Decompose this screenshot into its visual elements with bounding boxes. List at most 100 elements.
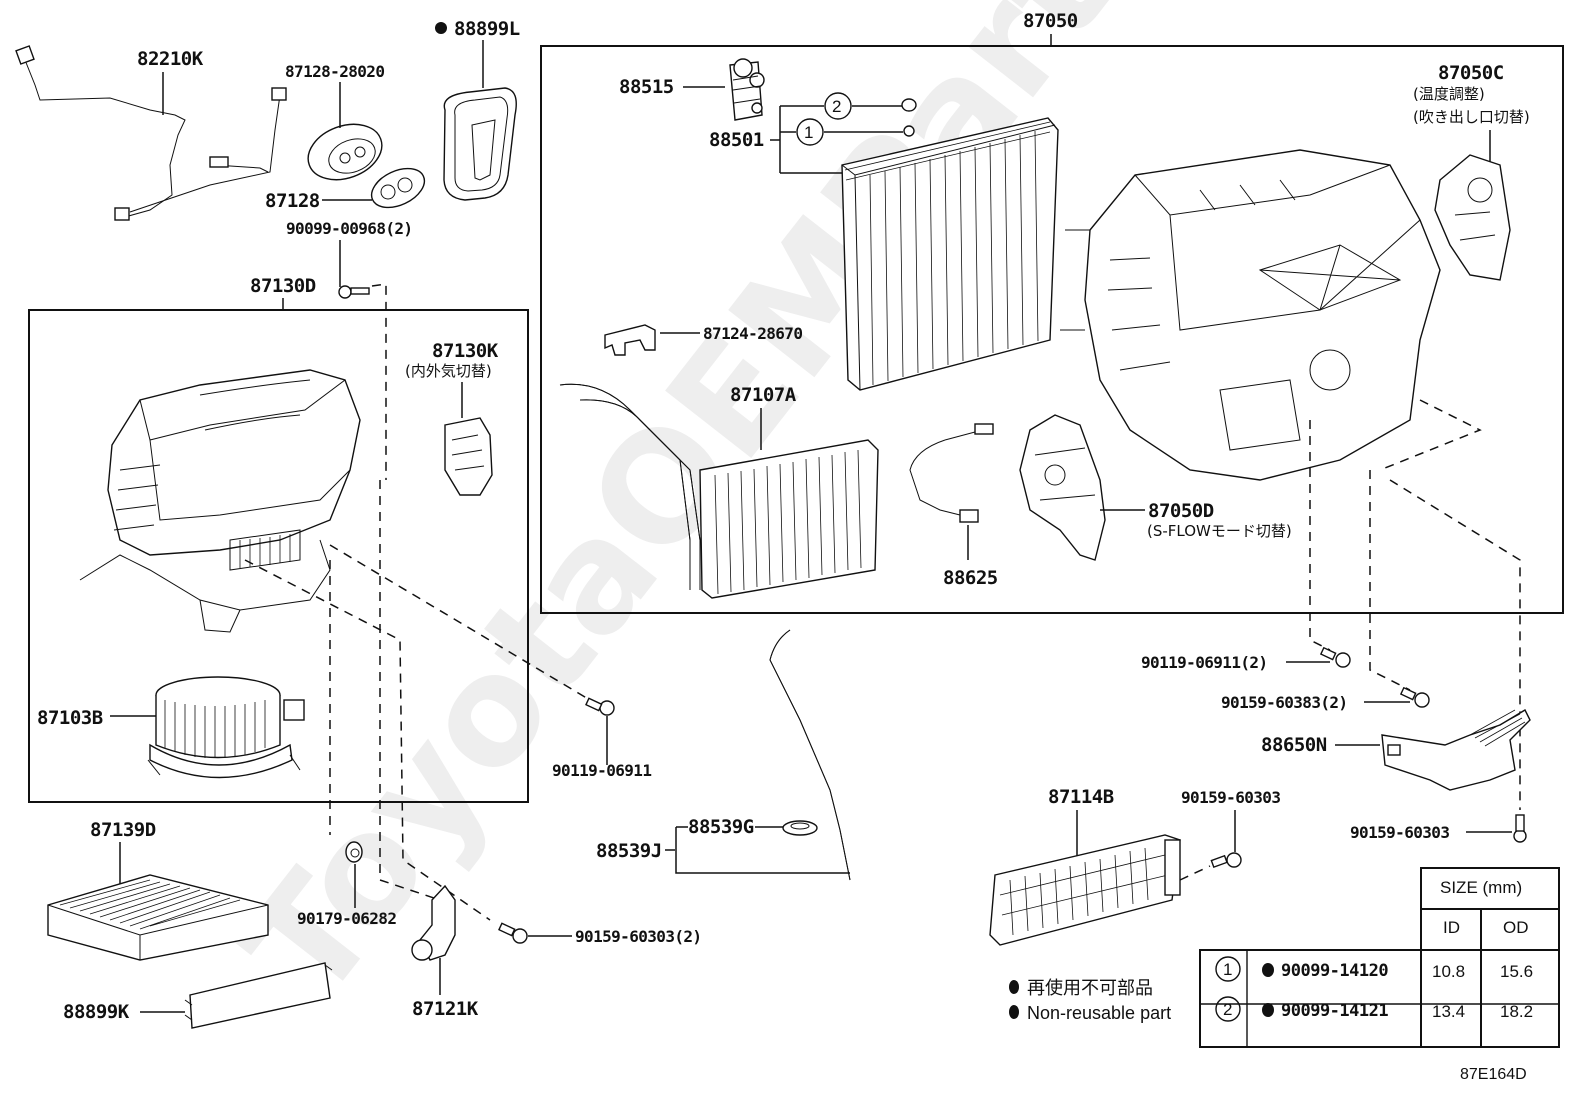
part-87124-28670-clip[interactable] — [604, 324, 656, 356]
ring-1-marker — [1215, 956, 1241, 982]
leader-88539J — [665, 826, 850, 874]
part-88515-expansion-valve[interactable] — [729, 58, 765, 121]
legend-non-reusable: 再使用不可部品 Non-reusable part — [1009, 978, 1171, 1023]
part-88899L-gasket[interactable] — [443, 87, 517, 201]
size-table-header: SIZE (mm) — [1440, 878, 1522, 897]
row-od: 18.2 — [1500, 1002, 1533, 1021]
ring-2-marker — [824, 92, 852, 120]
label-88501[interactable]: 88501 — [709, 129, 764, 151]
label-87128-28020[interactable]: 87128-28020 — [285, 62, 385, 81]
diagram-code: 87E164D — [1460, 1066, 1527, 1083]
label-90159-60303-c[interactable]: 90159-60303 — [1350, 823, 1450, 842]
label-90179-06282[interactable]: 90179-06282 — [297, 909, 397, 928]
dash-line — [244, 559, 491, 921]
part-87050C-actuator[interactable] — [1434, 154, 1511, 281]
dash-line — [1179, 865, 1211, 881]
part-heater-case[interactable] — [1060, 149, 1441, 481]
part-88650N-ecu[interactable] — [1381, 709, 1531, 791]
label-90119-06911[interactable]: 90119-06911 — [552, 761, 652, 780]
part-87050D-actuator[interactable] — [1019, 414, 1106, 561]
part-87114B-ptc-heater[interactable] — [989, 834, 1181, 946]
label-87130D[interactable]: 87130D — [250, 275, 316, 297]
part-88539G-grommet[interactable] — [782, 820, 818, 836]
bullet-icon — [1009, 1005, 1019, 1019]
note-87050C-2: (吹き出し口切替) — [1413, 108, 1530, 126]
label-88539J[interactable]: 88539J — [596, 840, 662, 862]
frame-87130D-blower-assy — [28, 309, 529, 803]
part-88501-evaporator[interactable] — [841, 117, 1059, 391]
label-87121K[interactable]: 87121K — [412, 998, 479, 1020]
col-od: OD — [1503, 918, 1529, 937]
row-id: 13.4 — [1432, 1002, 1465, 1021]
label-87139D[interactable]: 87139D — [90, 819, 156, 841]
label-88899L[interactable]: 88899L — [454, 18, 520, 40]
legend-jp: 再使用不可部品 — [1027, 978, 1153, 998]
label-88650N[interactable]: 88650N — [1261, 734, 1327, 756]
part-blower-housing[interactable] — [79, 369, 361, 633]
frame-87050-heater-unit — [540, 45, 1564, 614]
part-87107A-heater-core[interactable] — [559, 383, 879, 599]
clip-90179-06282-icon — [345, 841, 363, 863]
ring-1-marker — [796, 118, 824, 146]
non-reusable-bullet-icon — [435, 22, 447, 34]
label-90119-06911-2[interactable]: 90119-06911(2) — [1141, 653, 1268, 672]
label-88539G[interactable]: 88539G — [688, 816, 754, 838]
label-90159-60383-2[interactable]: 90159-60383(2) — [1221, 693, 1348, 712]
part-87130K-actuator[interactable] — [444, 417, 493, 496]
label-90159-60303-2[interactable]: 90159-60303(2) — [575, 927, 702, 946]
bullet-icon — [1262, 1003, 1274, 1017]
label-87128[interactable]: 87128 — [265, 190, 320, 212]
part-82210K-harness[interactable] — [15, 45, 287, 221]
label-87114B[interactable]: 87114B — [1048, 786, 1114, 808]
label-87103B[interactable]: 87103B — [37, 707, 103, 729]
screw-90099-00968-icon — [338, 285, 370, 299]
label-87050D[interactable]: 87050D — [1148, 500, 1214, 522]
note-87130K: (内外気切替) — [405, 362, 492, 380]
note-87050C-1: (温度調整) — [1413, 85, 1485, 103]
screw-90159-60303-icon — [498, 922, 528, 944]
label-87107A[interactable]: 87107A — [730, 384, 797, 406]
screw-90159-60303-b-icon — [1210, 852, 1242, 869]
ring-2-label: 2 — [832, 97, 841, 116]
table-row: 1 90099-14120 10.8 15.6 — [1215, 956, 1533, 982]
bullet-icon — [1009, 980, 1019, 994]
part-87128[interactable] — [365, 161, 430, 215]
label-82210K[interactable]: 82210K — [137, 48, 204, 70]
note-87050D: (S-FLOWモード切替) — [1147, 522, 1292, 540]
dash-line — [1379, 399, 1482, 471]
dash-line — [1389, 479, 1521, 810]
label-87130K[interactable]: 87130K — [432, 340, 499, 362]
row-ref: 2 — [1223, 1000, 1232, 1019]
size-table: SIZE (mm) ID OD 1 90099-14120 10.8 15.6 … — [1199, 867, 1560, 1048]
label-88625[interactable]: 88625 — [943, 567, 998, 589]
table-row: 2 90099-14121 13.4 18.2 — [1215, 996, 1533, 1022]
part-87103B-blower-motor[interactable] — [147, 676, 305, 779]
dash-line — [379, 480, 441, 901]
dash-line — [371, 283, 387, 480]
ring-2-marker — [1215, 996, 1241, 1022]
part-87128-28020[interactable] — [300, 115, 389, 190]
label-88515[interactable]: 88515 — [619, 76, 674, 98]
label-88899K[interactable]: 88899K — [63, 1001, 130, 1023]
part-88625-sensor[interactable] — [909, 423, 994, 523]
label-87124-28670[interactable]: 87124-28670 — [703, 324, 803, 343]
label-90159-60303-b[interactable]: 90159-60303 — [1181, 788, 1281, 807]
legend-en: Non-reusable part — [1027, 1003, 1171, 1023]
o-ring-1-icon — [903, 125, 915, 137]
o-ring-2-icon — [901, 98, 917, 112]
dash-line — [1369, 470, 1411, 691]
part-87121K-bracket[interactable] — [411, 884, 456, 961]
row-part-no[interactable]: 90099-14120 — [1281, 961, 1389, 981]
part-88539J-drain-hose[interactable] — [769, 629, 851, 881]
row-id: 10.8 — [1432, 962, 1465, 981]
part-88899K-filter-cover[interactable] — [184, 962, 333, 1029]
label-87050[interactable]: 87050 — [1023, 10, 1078, 32]
dash-line — [329, 544, 591, 701]
bullet-icon — [1262, 963, 1274, 977]
row-part-no[interactable]: 90099-14121 — [1281, 1001, 1389, 1021]
label-90099-00968[interactable]: 90099-00968(2) — [286, 219, 413, 238]
part-87139D-filter[interactable] — [47, 874, 269, 961]
row-ref: 1 — [1223, 960, 1232, 979]
label-87050C[interactable]: 87050C — [1438, 62, 1504, 84]
